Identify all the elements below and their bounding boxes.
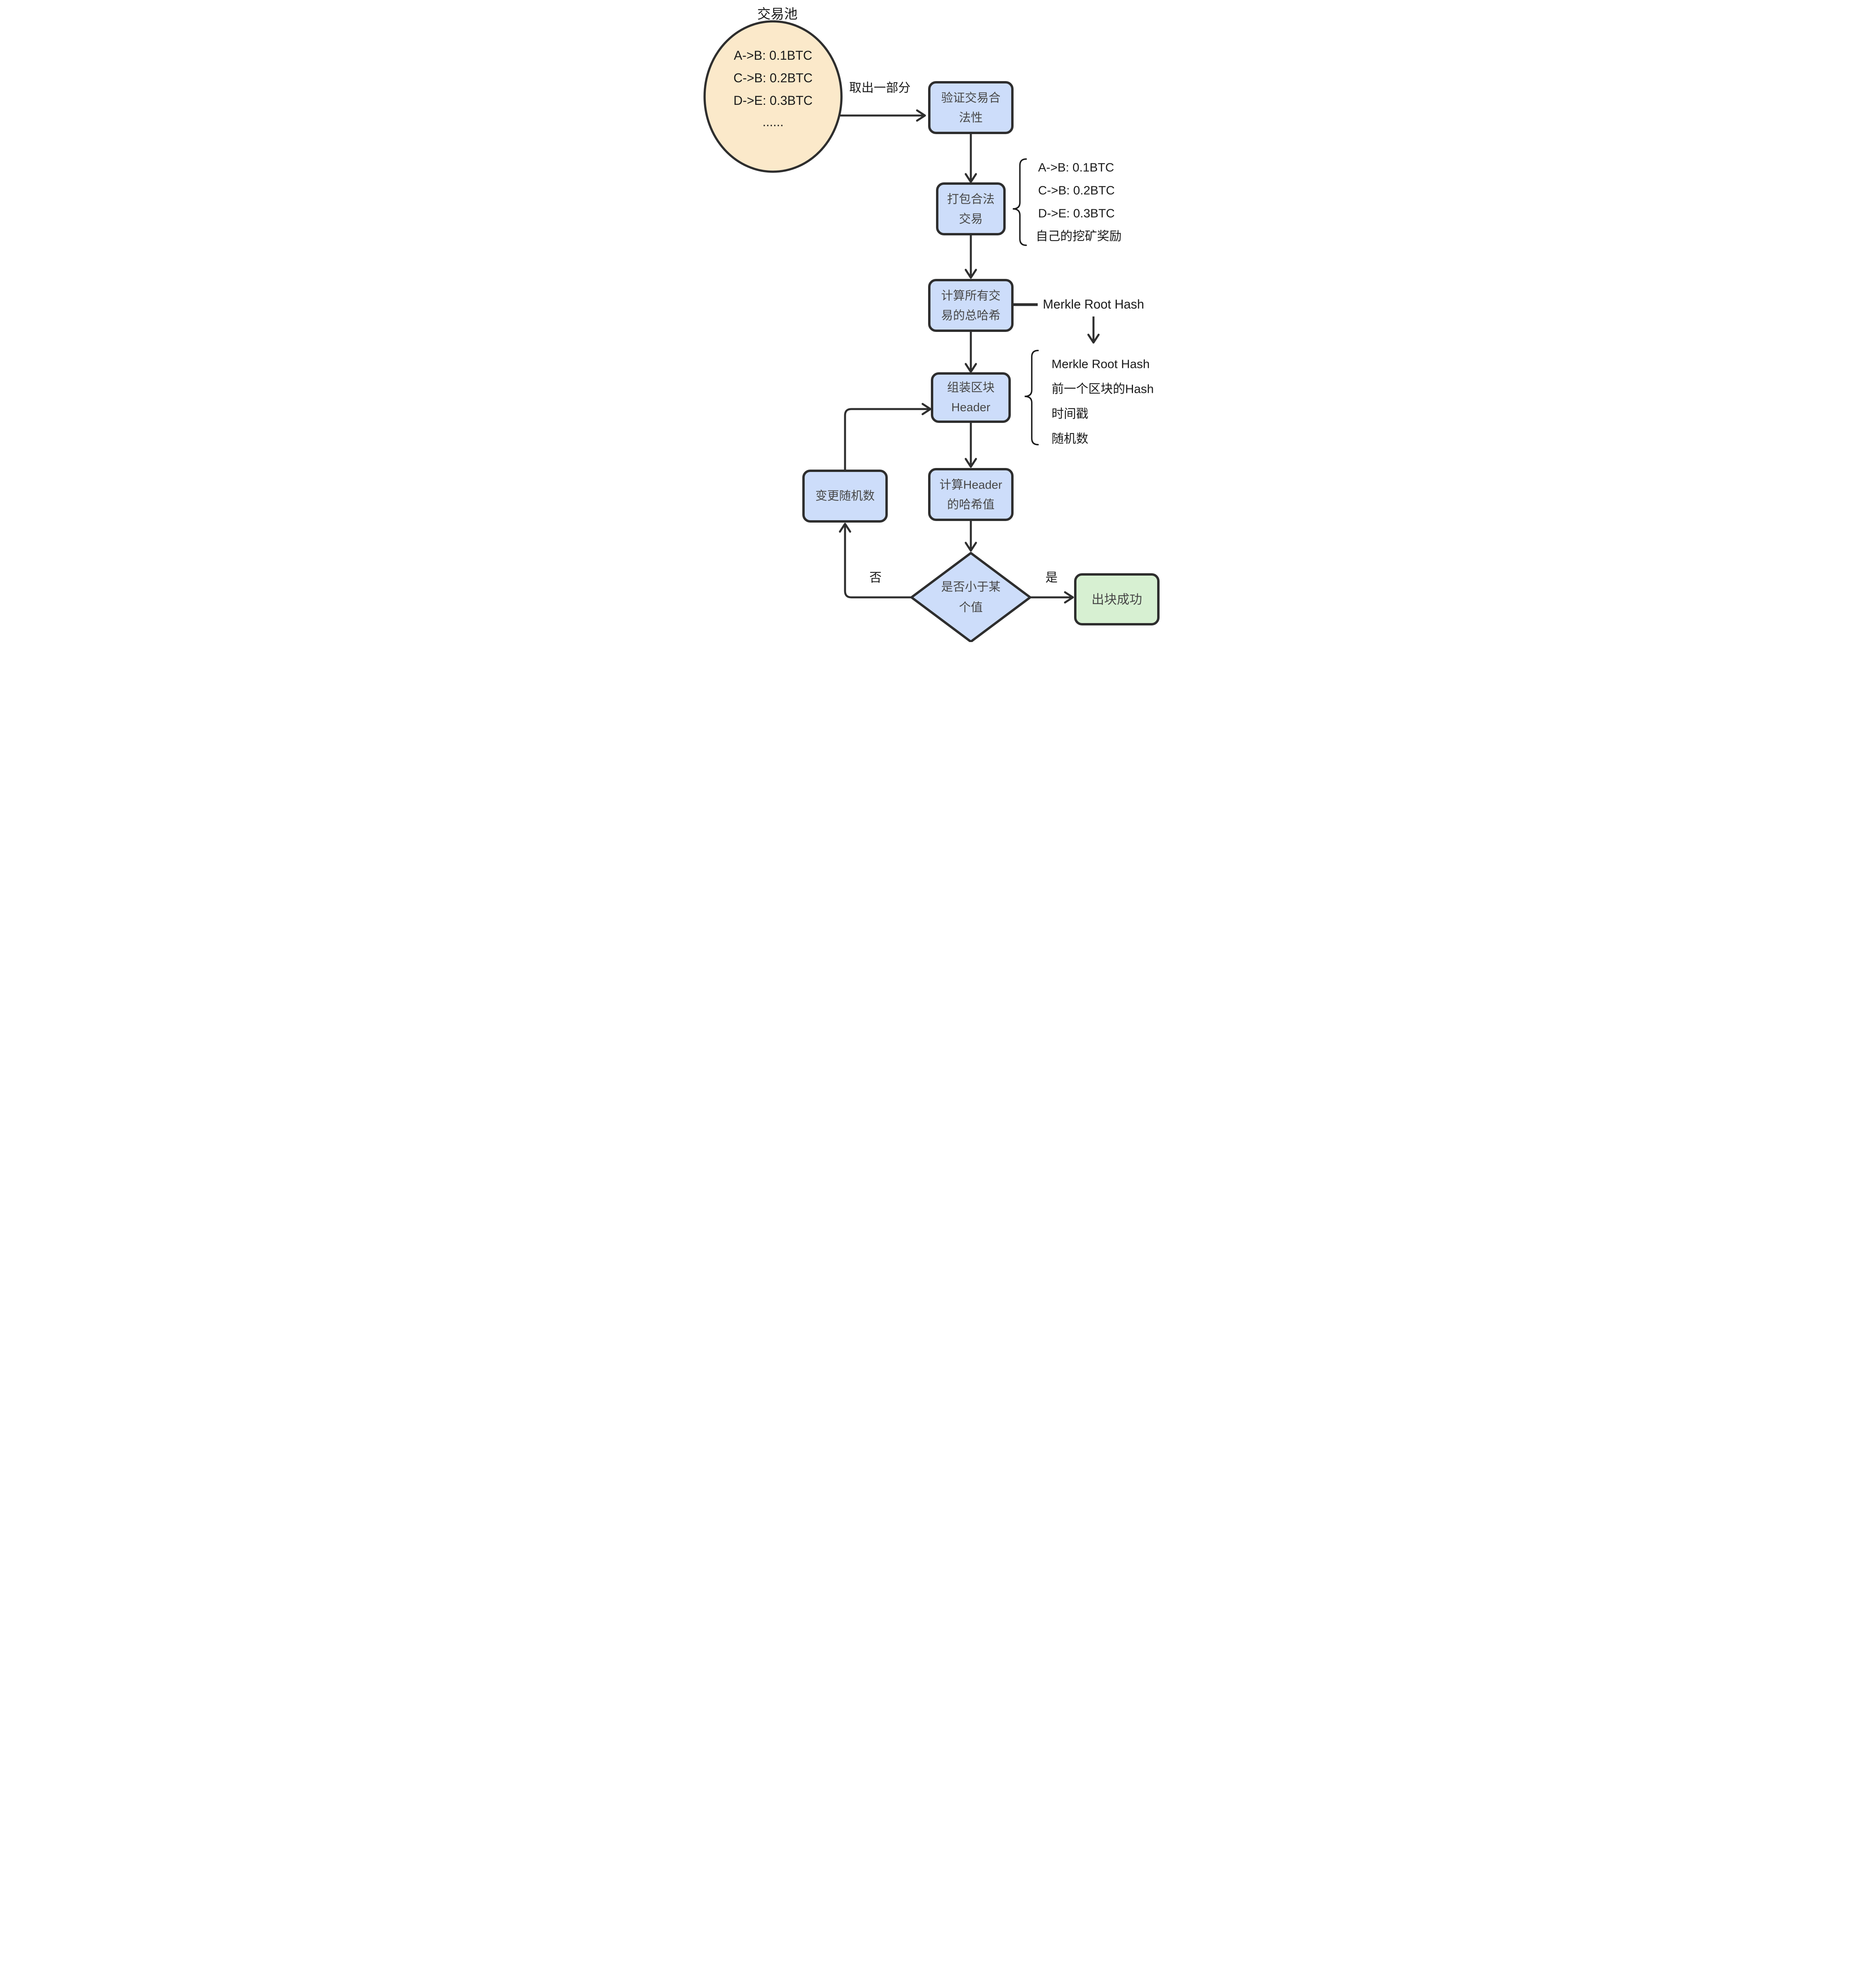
node-assemble-header bbox=[931, 372, 1011, 423]
header-brace-item-1: Merkle Root Hash bbox=[1052, 357, 1150, 371]
node-change-nonce-label: 变更随机数 bbox=[815, 490, 875, 503]
node-assemble-line2: Header bbox=[951, 401, 990, 414]
pool-tx-2: C->B: 0.2BTC bbox=[733, 71, 813, 85]
edge-decision-no bbox=[839, 523, 911, 599]
node-block-success-label: 出块成功 bbox=[1091, 592, 1142, 606]
node-decision-less-than bbox=[910, 552, 1031, 642]
node-hash-all-line2: 易的总哈希 bbox=[941, 309, 1001, 322]
node-hash-all-transactions bbox=[928, 279, 1014, 332]
node-verify-line2: 法性 bbox=[959, 112, 983, 125]
node-hash-header-line2: 的哈希值 bbox=[947, 498, 995, 512]
edge-label-take-out: 取出一部分 bbox=[849, 81, 911, 95]
transaction-pool-ellipse bbox=[703, 20, 843, 173]
node-verify-line1: 验证交易合 bbox=[941, 92, 1001, 105]
edge-label-no: 否 bbox=[870, 571, 882, 585]
node-package-line2: 交易 bbox=[959, 213, 983, 226]
merkle-root-hash-label: Merkle Root Hash bbox=[1043, 297, 1144, 311]
package-brace-item-4: 自己的挖矿奖励 bbox=[1036, 229, 1122, 243]
node-verify-transactions bbox=[928, 81, 1014, 134]
header-brace-item-4: 随机数 bbox=[1052, 432, 1088, 446]
header-brace bbox=[1024, 350, 1039, 445]
edge-nonce-to-assemble bbox=[844, 403, 932, 471]
node-assemble-line1: 组装区块 bbox=[947, 381, 995, 394]
package-brace-item-2: C->B: 0.2BTC bbox=[1038, 184, 1115, 197]
node-hash-all-line1: 计算所有交 bbox=[941, 290, 1001, 303]
header-brace-item-3: 时间戳 bbox=[1052, 407, 1088, 421]
package-brace bbox=[1012, 158, 1027, 246]
header-brace-item-2: 前一个区块的Hash bbox=[1052, 382, 1154, 396]
node-package-line1: 打包合法 bbox=[947, 193, 995, 206]
pool-ellipsis: ...... bbox=[762, 115, 783, 129]
node-block-success bbox=[1074, 573, 1160, 625]
node-hash-header-line1: 计算Header bbox=[940, 479, 1002, 492]
node-decision-line2: 个值 bbox=[959, 601, 983, 614]
pool-tx-1: A->B: 0.1BTC bbox=[734, 48, 812, 63]
package-brace-item-1: A->B: 0.1BTC bbox=[1038, 161, 1114, 174]
node-package-transactions bbox=[936, 182, 1006, 235]
edge-label-yes: 是 bbox=[1046, 571, 1058, 585]
package-brace-item-3: D->E: 0.3BTC bbox=[1038, 207, 1115, 220]
node-decision-line1: 是否小于某 bbox=[941, 581, 1001, 594]
mining-flowchart: 交易池 A->B: 0.1BTC C->B: 0.2BTC D->E: 0.3B… bbox=[703, 0, 1173, 642]
node-hash-header bbox=[928, 468, 1014, 521]
pool-tx-3: D->E: 0.3BTC bbox=[733, 93, 813, 108]
flowchart-page: 交易池 A->B: 0.1BTC C->B: 0.2BTC D->E: 0.3B… bbox=[703, 0, 1173, 642]
pool-title: 交易池 bbox=[757, 7, 798, 22]
